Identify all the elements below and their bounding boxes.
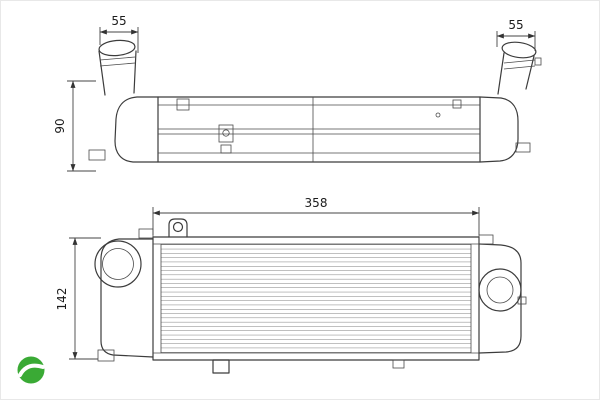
pipe-right-opening — [501, 41, 537, 59]
dim-label-55-left: 55 — [111, 14, 126, 28]
pipe-left-edge — [98, 50, 106, 96]
bracket-detail — [452, 99, 462, 109]
mounting-hole — [172, 221, 184, 233]
valeo-logo — [17, 356, 45, 384]
bracket-detail — [220, 144, 232, 154]
hose-clamp — [503, 65, 536, 70]
pipe-left-opening — [98, 39, 136, 57]
tank-tab — [478, 234, 494, 245]
bolt-hole — [435, 112, 441, 118]
mounting-bracket-top — [168, 218, 188, 238]
pipe-left-edge — [133, 50, 137, 94]
mounting-bracket-bottom — [392, 359, 405, 369]
clamp-screw — [534, 57, 542, 66]
dim-label-358: 358 — [305, 196, 328, 210]
pipe-right-edge — [525, 55, 535, 90]
bracket-detail — [176, 98, 190, 111]
hose-clamp — [503, 59, 536, 64]
hose-clamp — [99, 62, 136, 67]
dimension-pipe-right: 55 — [496, 18, 536, 51]
dim-label-55-right: 55 — [508, 18, 523, 32]
fitting-right — [515, 142, 531, 153]
tank-right-top-view — [479, 96, 519, 163]
valeo-logo-disc — [17, 356, 45, 384]
tank-tab — [138, 228, 154, 239]
dimension-core-width: 358 — [152, 196, 480, 235]
dimension-depth: 90 — [53, 80, 96, 172]
dimension-height: 142 — [55, 237, 101, 360]
dim-label-90: 90 — [53, 118, 67, 133]
port-left-outer — [94, 240, 142, 288]
fitting-left-front — [97, 349, 115, 362]
bolt-hole — [222, 129, 230, 137]
core-top-view — [157, 96, 481, 163]
tank-right-front-view — [478, 243, 522, 354]
tank-left-top-view — [114, 96, 159, 163]
front-view — [94, 218, 527, 374]
port-right-inner — [486, 276, 514, 304]
valeo-logo-swoosh — [18, 363, 45, 377]
hose-clamp — [99, 56, 136, 61]
fitting-left — [88, 149, 106, 161]
pipe-right-edge — [497, 52, 505, 95]
core-front-view — [152, 236, 480, 361]
top-view — [88, 39, 542, 163]
dimension-pipe-left: 55 — [99, 14, 139, 53]
fin-area — [161, 244, 471, 353]
port-left-inner — [102, 248, 134, 280]
mounting-bracket-bottom — [212, 359, 230, 374]
port-right-outer — [478, 268, 522, 312]
tank-left-front-view — [100, 238, 154, 358]
bracket-detail — [218, 124, 234, 143]
dim-label-142: 142 — [55, 288, 69, 311]
clamp-screw — [517, 296, 527, 305]
